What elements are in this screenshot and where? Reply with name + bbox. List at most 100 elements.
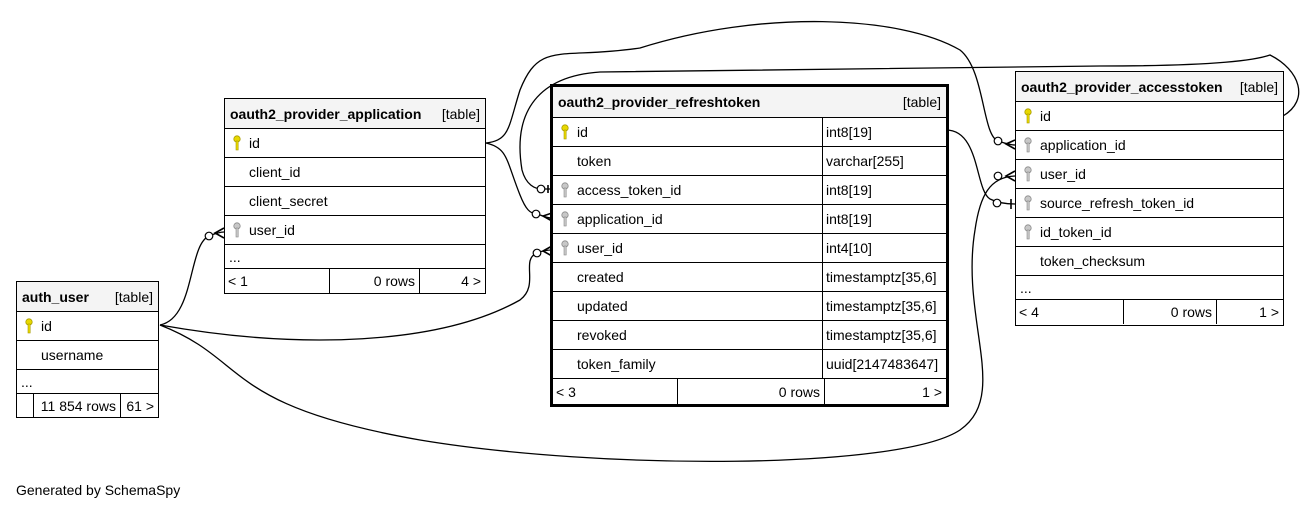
column-row[interactable]: created timestamptz[35,6] [553,263,946,292]
table-footer: < 1 0 rows 4 > [225,269,485,293]
table-kind: [table] [1239,78,1278,95]
column-name: revoked [577,327,627,343]
table-name: oauth2_provider_refreshtoken [558,94,761,110]
row-count: 0 rows [677,379,824,404]
column-row[interactable]: user_id int4[10] [553,234,946,263]
primary-key-icon [1016,108,1040,124]
column-row[interactable]: id_token_id [1016,218,1283,247]
table-oauth2-provider-refreshtoken[interactable]: oauth2_provider_refreshtoken [table] id … [550,84,949,407]
column-row[interactable]: id int8[19] [553,118,946,147]
column-name: id [1040,108,1051,124]
crowfoot [1004,170,1016,182]
column-row[interactable]: client_secret [225,187,485,216]
table-kind: [table] [902,94,941,110]
crowfoot [213,227,225,239]
column-type: timestamptz[35,6] [822,321,946,349]
column-row[interactable]: username [17,341,158,370]
column-row[interactable]: application_id int8[19] [553,205,946,234]
table-footer: 11 854 rows 61 > [17,394,158,417]
column-name: created [577,269,624,285]
column-row[interactable]: updated timestamptz[35,6] [553,292,946,321]
column-name: username [41,347,104,363]
parents-count[interactable] [17,394,33,417]
children-count[interactable]: 1 > [824,379,946,404]
column-type: timestamptz[35,6] [822,292,946,320]
edge-marker [204,231,214,241]
column-name: client_id [249,164,301,180]
edge-marker [993,171,1003,181]
crowfoot [541,212,553,222]
foreign-key-icon [1016,166,1040,182]
table-name: oauth2_provider_accesstoken [1021,78,1223,95]
column-row[interactable]: user_id [1016,160,1283,189]
parents-count[interactable]: < 3 [556,383,576,400]
more-columns: ... [1016,276,1283,300]
column-row[interactable]: token varchar[255] [553,147,946,176]
table-name: auth_user [22,288,89,305]
row-count: 11 854 rows [33,394,120,417]
column-type: int8[19] [822,176,946,204]
column-row[interactable]: token_family uuid[2147483647] [553,350,946,379]
table-oauth2-provider-accesstoken[interactable]: oauth2_provider_accesstoken [table] id a… [1015,71,1284,326]
foreign-key-icon [1016,137,1040,153]
foreign-key-icon [553,240,577,256]
column-row[interactable]: id [1016,102,1283,131]
foreign-key-icon [225,222,249,238]
table-auth-user[interactable]: auth_user [table] id username ... 11 854… [16,281,159,418]
table-oauth2-provider-application[interactable]: oauth2_provider_application [table] id c… [224,98,486,294]
foreign-key-icon [1016,195,1040,211]
column-name: access_token_id [577,182,682,198]
column-row[interactable]: client_id [225,158,485,187]
column-name: id [249,135,260,151]
column-name: id [577,124,588,140]
crowfoot [541,245,553,257]
table-header: oauth2_provider_accesstoken [table] [1016,72,1283,102]
edge-marker [993,136,1003,146]
column-type: timestamptz[35,6] [822,263,946,291]
generated-by-label: Generated by SchemaSpy [16,482,181,498]
column-row[interactable]: user_id [225,216,485,245]
table-footer: < 4 0 rows 1 > [1016,300,1283,324]
table-footer: < 3 0 rows 1 > [553,379,946,404]
children-count[interactable]: 4 > [419,269,485,293]
row-count: 0 rows [1123,300,1216,324]
edge-application-user [159,231,225,326]
foreign-key-icon [1016,224,1040,240]
table-header: oauth2_provider_refreshtoken [table] [553,87,946,118]
column-row[interactable]: id [225,129,485,158]
children-count[interactable]: 1 > [1216,300,1283,324]
row-count: 0 rows [329,269,419,293]
column-name: application_id [1040,137,1126,153]
column-name: user_id [577,240,623,256]
column-name: id [41,318,52,334]
column-type: uuid[2147483647] [822,350,946,378]
edge-marker [532,248,542,258]
column-type: int8[19] [822,118,946,146]
primary-key-icon [225,135,249,151]
more-columns: ... [225,245,485,269]
column-row[interactable]: application_id [1016,131,1283,160]
column-row[interactable]: token_checksum [1016,247,1283,276]
column-row[interactable]: id [17,312,158,341]
parents-count[interactable]: < 4 [1019,304,1039,320]
edge-marker [992,198,1002,208]
table-header: auth_user [table] [17,282,158,312]
edge-refreshtoken-application [485,142,553,219]
column-name: application_id [577,211,663,227]
more-columns: ... [17,370,158,394]
edge-accesstoken-source-refresh [945,129,1016,205]
column-row[interactable]: source_refresh_token_id [1016,189,1283,218]
primary-key-icon [17,318,41,334]
edge-marker [536,184,546,194]
column-type: varchar[255] [822,147,946,175]
foreign-key-icon [553,211,577,227]
column-name: token [577,153,612,169]
children-count[interactable]: 61 > [120,394,158,417]
column-row[interactable]: access_token_id int8[19] [553,176,946,205]
column-row[interactable]: revoked timestamptz[35,6] [553,321,946,350]
table-kind: [table] [114,288,153,305]
column-type: int4[10] [822,234,946,262]
table-name: oauth2_provider_application [230,105,422,122]
edge-marker [531,209,541,219]
parents-count[interactable]: < 1 [228,273,248,289]
